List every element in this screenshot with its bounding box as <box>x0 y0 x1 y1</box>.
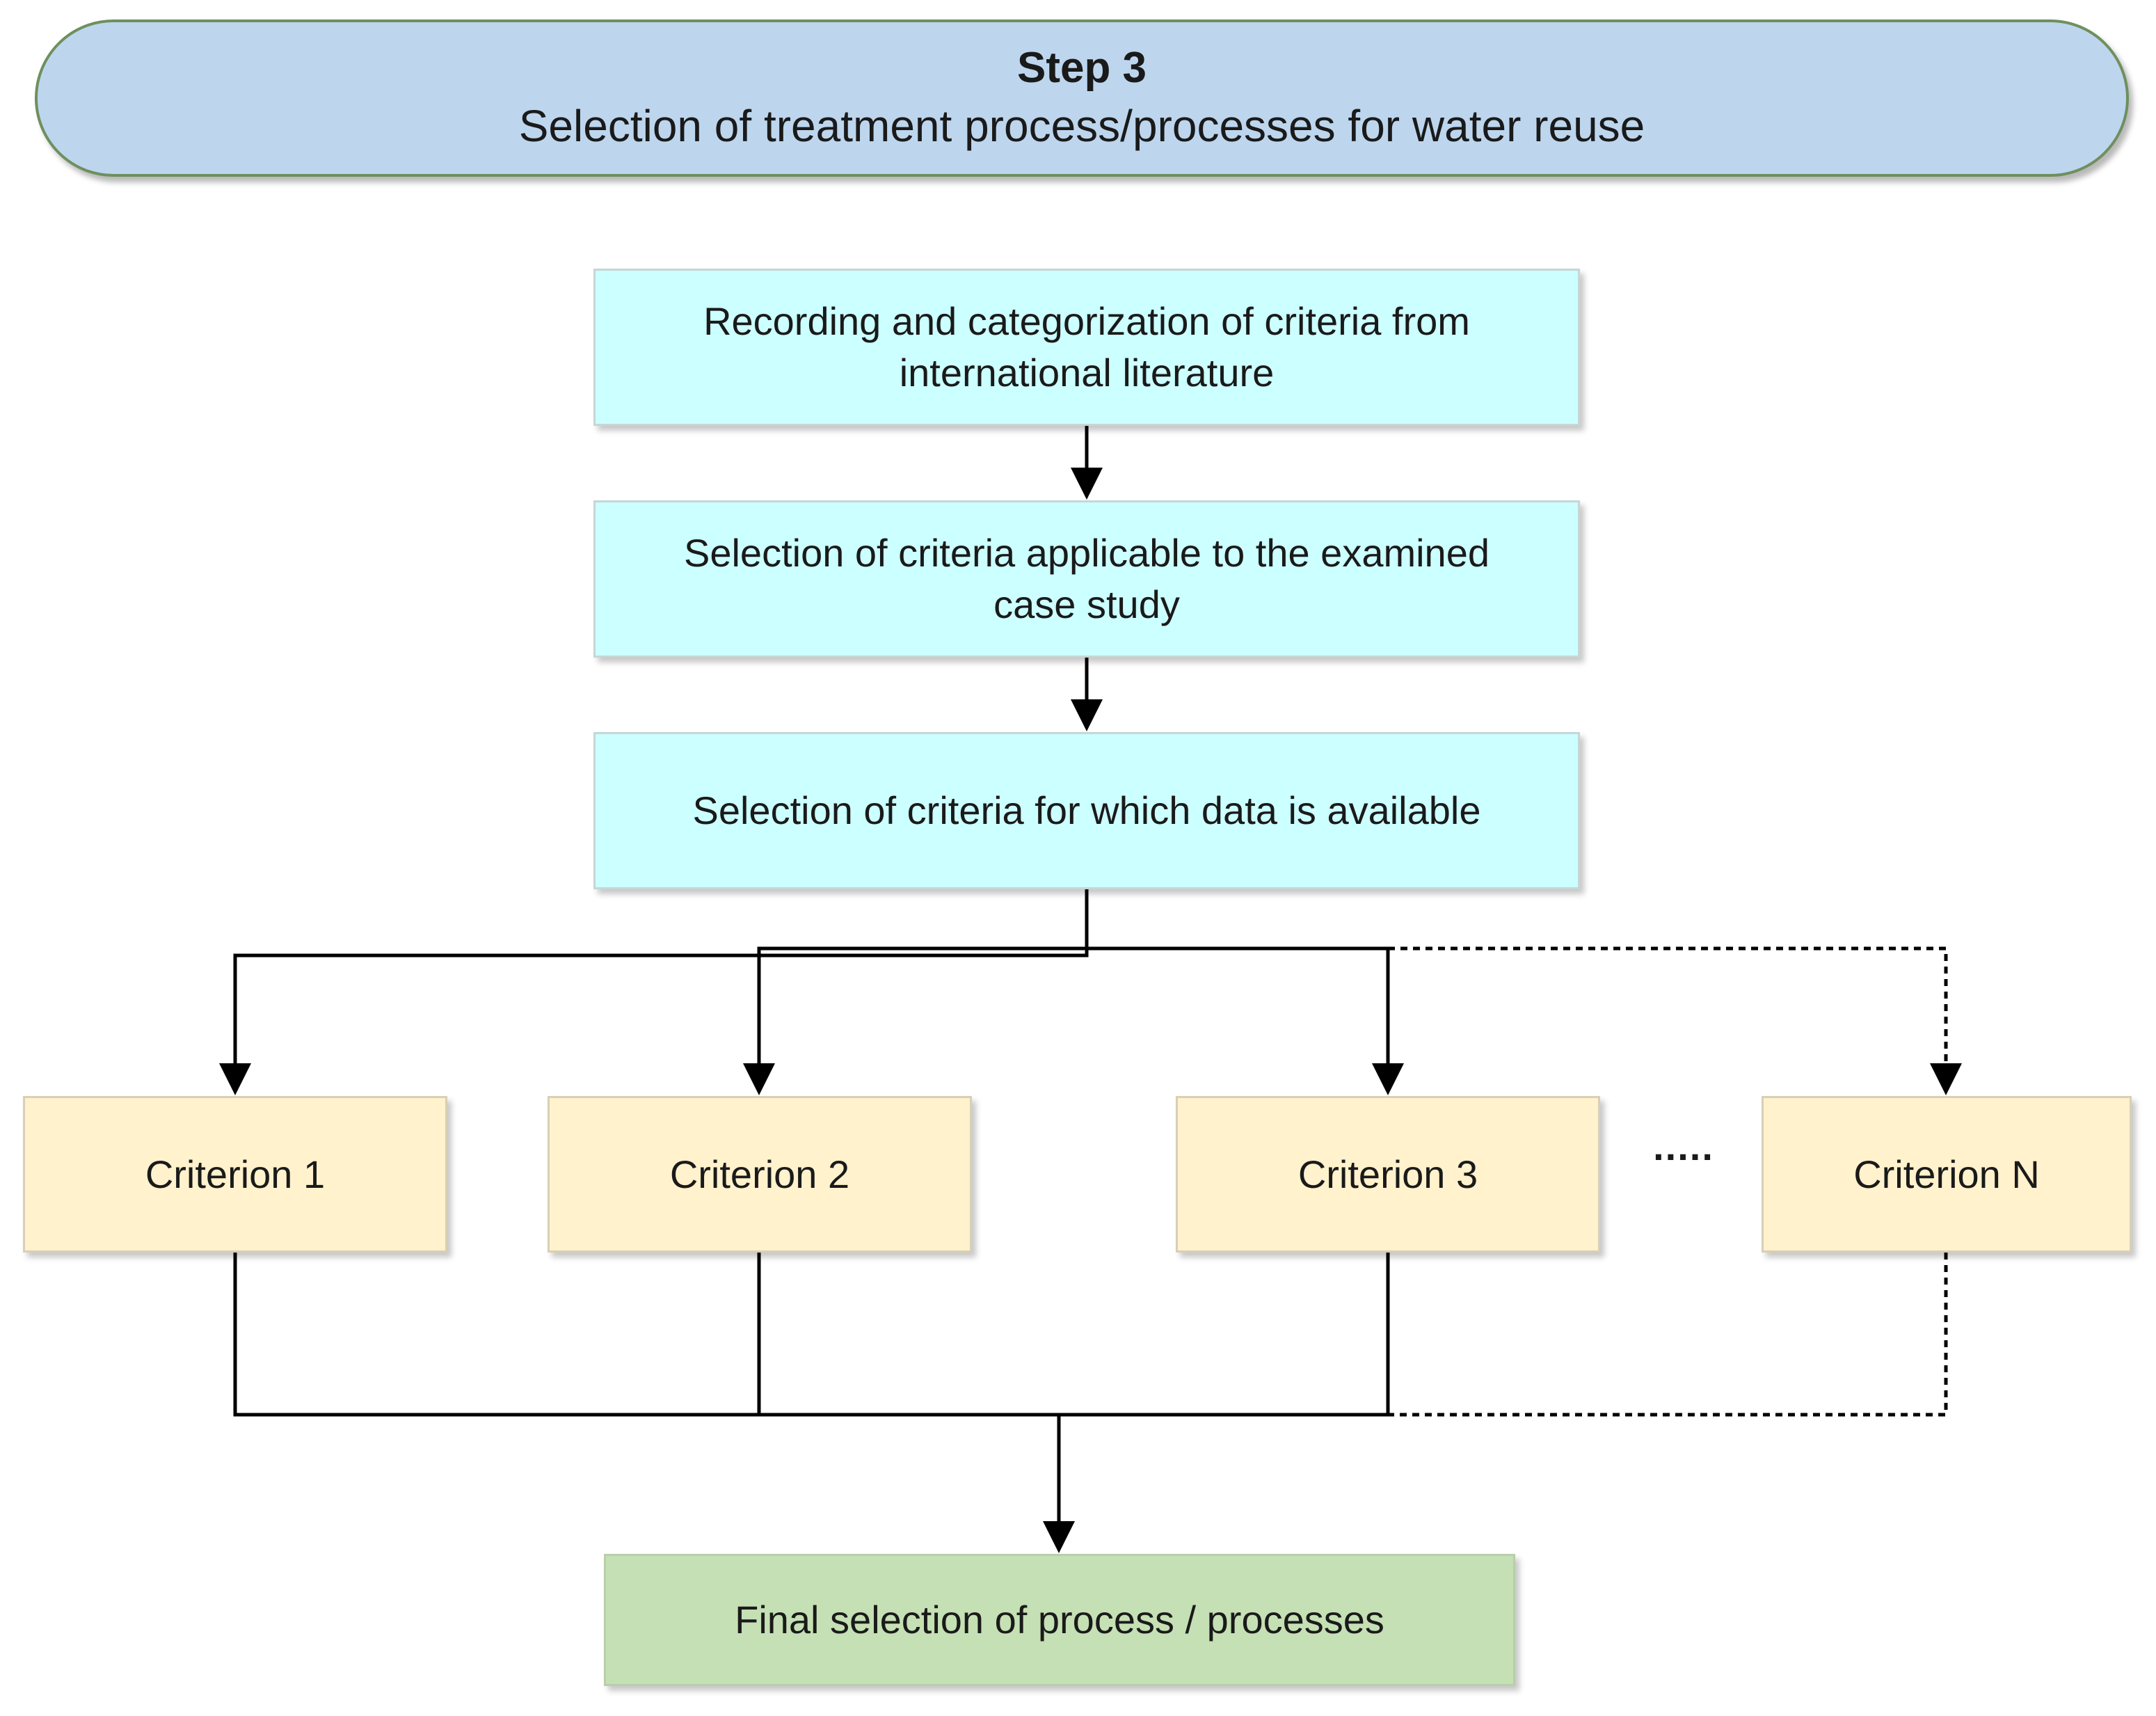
connector-to-criterion-1 <box>219 889 1089 1095</box>
connector-to-criterion-2 <box>743 946 1087 1095</box>
box-text-line: Selection of criteria for which data is … <box>692 788 1481 833</box>
criterion-label: Criterion 2 <box>669 1152 850 1196</box>
box-applicable-criteria: Selection of criteria applicable to the … <box>593 500 1580 658</box>
box-text-line: Selection of criteria applicable to the … <box>683 531 1490 575</box>
criterion-3-box: Criterion 3 <box>1176 1096 1600 1253</box>
step-subtitle: Selection of treatment process/processes… <box>518 101 1645 152</box>
criterion-2-box: Criterion 2 <box>548 1096 972 1253</box>
final-label: Final selection of process / processes <box>735 1598 1384 1642</box>
criterion-label: Criterion N <box>1853 1152 2040 1196</box>
box-text-line: case study <box>993 582 1180 626</box>
box-data-available-criteria: Selection of criteria for which data is … <box>593 732 1580 889</box>
connector-to-criterion-n <box>1388 946 1962 1095</box>
final-selection-box: Final selection of process / processes <box>604 1554 1515 1686</box>
connector-from-criterion-n <box>1388 1253 1948 1417</box>
criterion-label: Criterion 3 <box>1297 1152 1478 1196</box>
step-header: Step 3 Selection of treatment process/pr… <box>35 19 2129 177</box>
box-recording-criteria: Recording and categorization of criteria… <box>593 269 1580 426</box>
box-text-line: Recording and categorization of criteria… <box>703 299 1470 344</box>
step-title: Step 3 <box>1016 43 1147 92</box>
box-text-line: international literature <box>899 351 1275 395</box>
criterion-label: Criterion 1 <box>145 1152 326 1196</box>
connector-from-criterion-1 <box>233 1253 1390 1417</box>
criterion-n-box: Criterion N <box>1762 1096 2132 1253</box>
criterion-1-box: Criterion 1 <box>23 1096 447 1253</box>
connector-to-criterion-3 <box>1087 946 1404 1095</box>
more-criteria-ellipsis: ..... <box>1653 1125 1714 1168</box>
